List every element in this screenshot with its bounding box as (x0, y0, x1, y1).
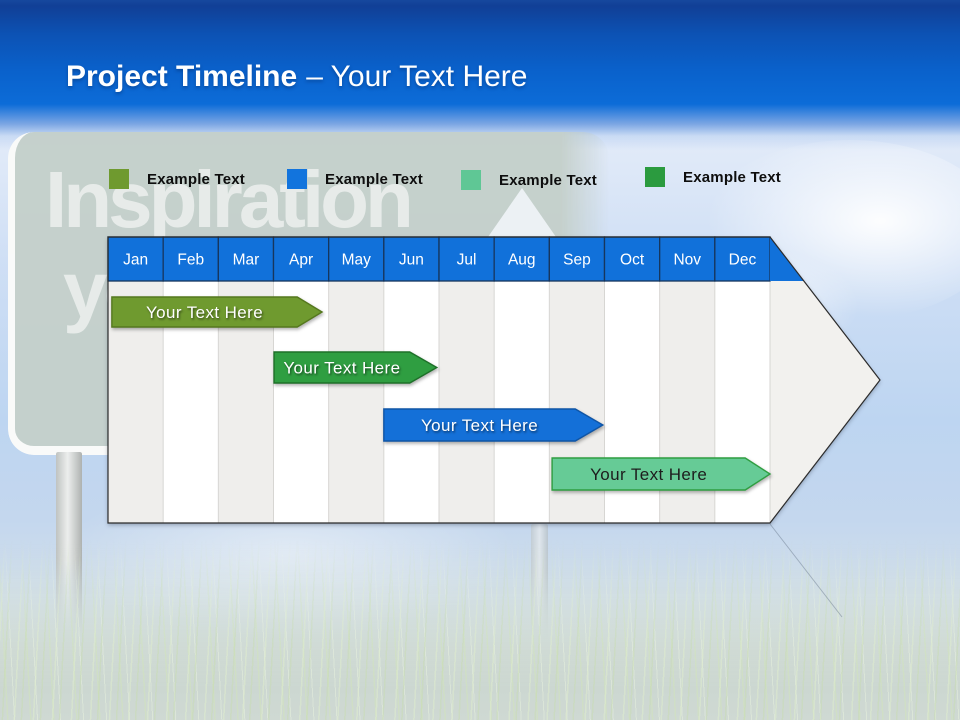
timeline-bar (273, 351, 439, 384)
timeline-bar (551, 457, 772, 491)
timeline-bar-label: Your Text Here (146, 303, 263, 322)
sign-text: Inspiration (45, 155, 414, 244)
month-header-cell (548, 236, 606, 282)
timeline-column (439, 281, 495, 523)
legend-item: Example Text (109, 169, 245, 189)
timeline-bar (111, 296, 324, 328)
month-label: Dec (729, 251, 757, 268)
timeline-column (383, 281, 439, 523)
month-label: Nov (673, 251, 701, 268)
timeline-bar-label: Your Text Here (590, 465, 707, 484)
page-title-primary: Project Timeline (66, 60, 298, 93)
legend-label: Example Text (683, 168, 781, 186)
page-title-secondary: – Your Text Here (306, 60, 528, 93)
month-header-cell (383, 236, 440, 282)
legend-swatch (645, 167, 665, 187)
timeline-arrow-outline (107, 236, 881, 524)
month-label: Apr (289, 251, 313, 268)
month-label: May (342, 251, 372, 268)
grass (0, 540, 960, 720)
month-header-cell (493, 236, 550, 282)
page-title: Project Timeline– Your Text Here (66, 60, 527, 94)
legend-item: Example Text (461, 170, 597, 190)
month-header-cell (659, 236, 716, 282)
timeline-bar (383, 408, 605, 442)
month-label: Jun (399, 251, 424, 268)
legend-swatch (461, 170, 481, 190)
month-label: Feb (177, 251, 204, 268)
arrow-reflection (769, 523, 843, 618)
legend-label: Example Text (499, 171, 597, 189)
month-label: Aug (508, 251, 536, 268)
timeline-bar-label: Your Text Here (283, 358, 400, 377)
title-band (0, 0, 960, 150)
legend-swatch (287, 169, 307, 189)
legend-item: Example Text (287, 169, 423, 189)
month-header-cell (438, 236, 495, 282)
legend-label: Example Text (325, 170, 423, 188)
timeline-column (328, 281, 384, 523)
timeline-column (494, 281, 550, 523)
legend-item: Example Text (645, 167, 781, 187)
month-header-cell (603, 236, 661, 282)
legend-swatch (109, 169, 129, 189)
month-label: Jul (457, 251, 477, 268)
month-label: Mar (233, 251, 260, 268)
timeline-bar-label: Your Text Here (421, 416, 538, 435)
month-label: Jan (123, 251, 148, 268)
legend-label: Example Text (147, 170, 245, 188)
month-label: Oct (620, 251, 645, 268)
month-label: Sep (563, 251, 591, 268)
